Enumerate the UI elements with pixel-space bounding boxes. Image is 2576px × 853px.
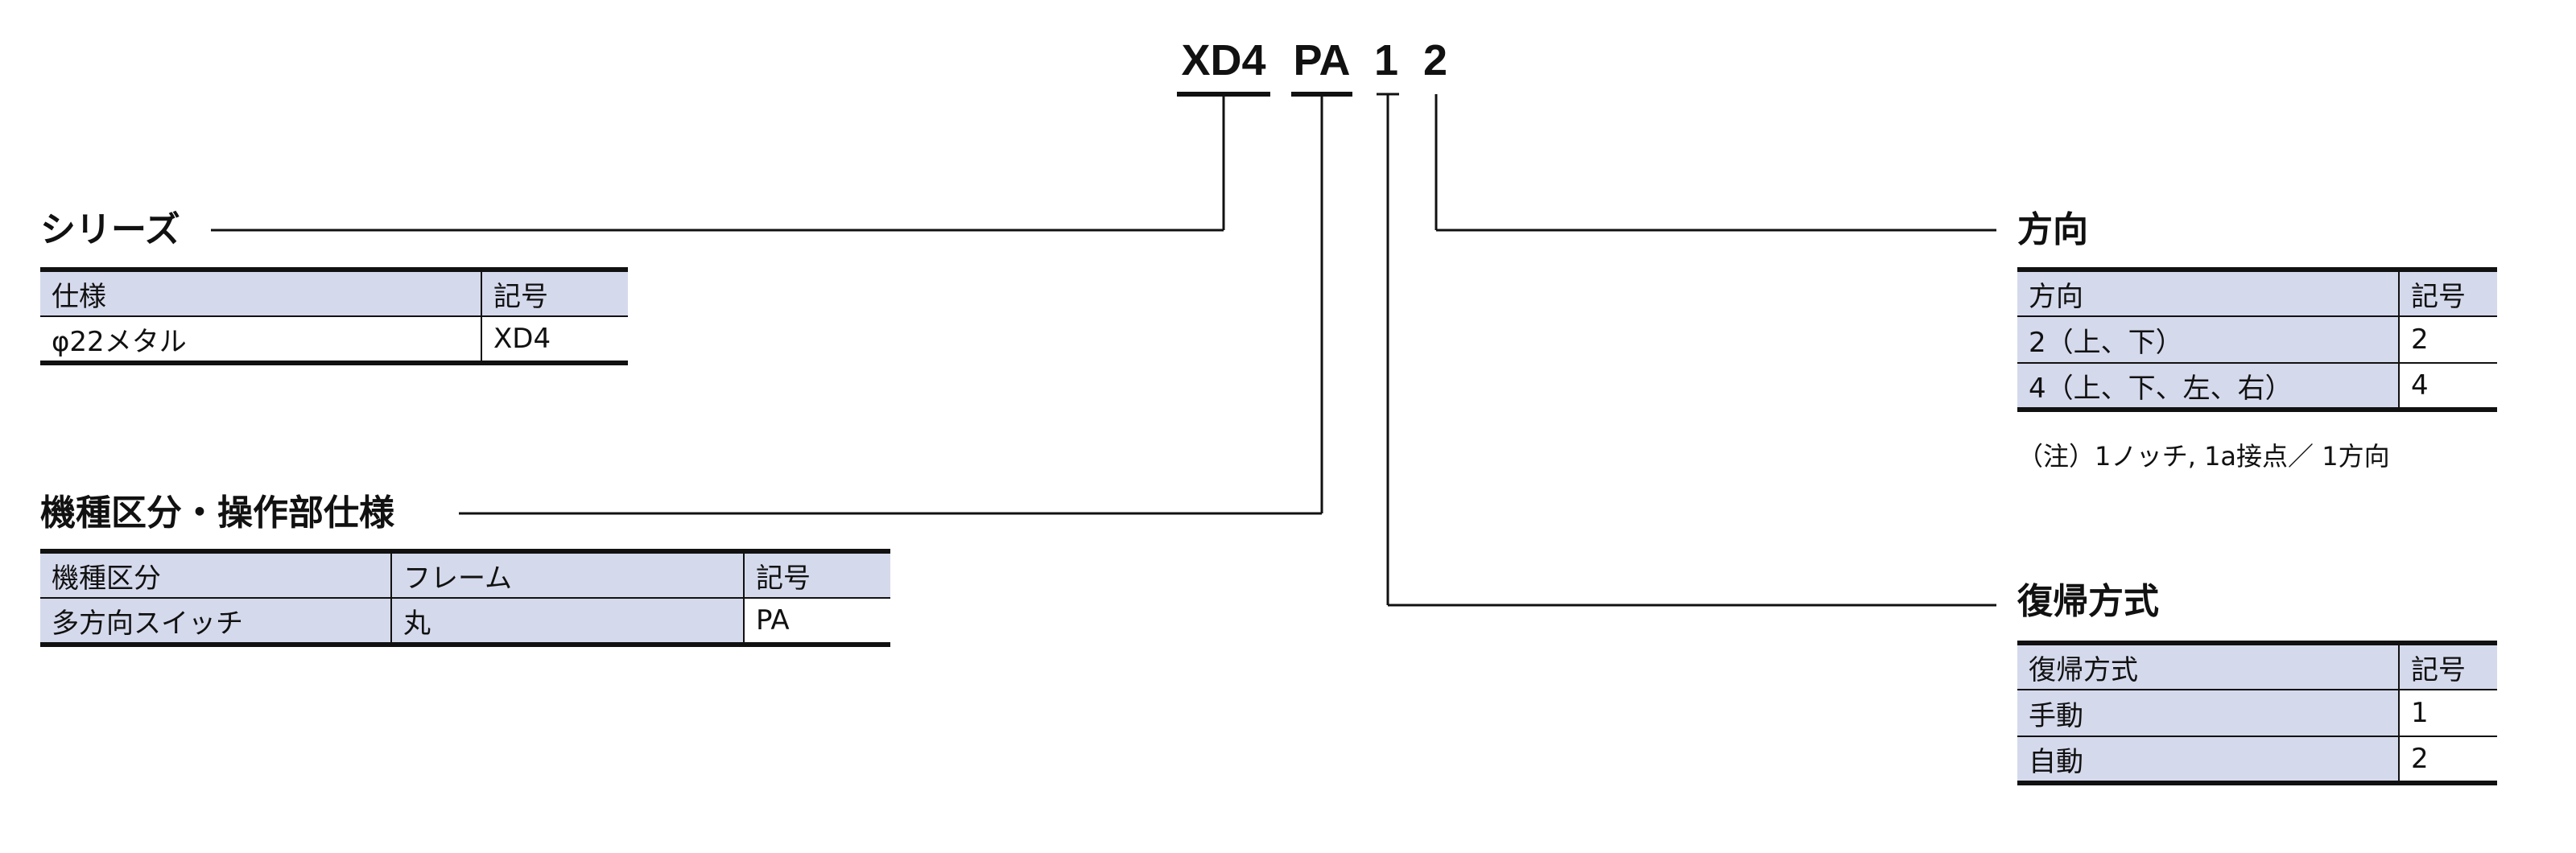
operator-table: 機種区分 フレーム 記号 多方向スイッチ 丸 PA	[40, 549, 890, 647]
header-symbol: 記号	[2398, 270, 2497, 317]
code-operator: PA	[1293, 36, 1351, 84]
return-table: 復帰方式 記号 手動 1 自動 2	[2017, 641, 2497, 785]
series-table: 仕様 記号 φ22メタル XD4	[40, 267, 628, 365]
table-header-row: 復帰方式 記号	[2017, 643, 2497, 690]
cell-frame: 丸	[390, 598, 744, 645]
cell-category: 多方向スイッチ	[40, 598, 391, 645]
header-symbol: 記号	[481, 270, 628, 317]
cell-symbol: 2	[2398, 736, 2497, 783]
direction-table: 方向 記号 2（上、下） 2 4（上、下、左、右） 4	[2017, 267, 2497, 412]
table-row: 手動 1	[2017, 690, 2497, 737]
code-direction: 2	[1422, 36, 1448, 84]
cell-direction: 2（上、下）	[2017, 316, 2399, 364]
cell-return: 自動	[2017, 736, 2399, 783]
cell-symbol: 2	[2398, 316, 2497, 364]
table-row: φ22メタル XD4	[40, 316, 628, 363]
code-series: XD4	[1181, 36, 1266, 84]
header-frame: フレーム	[390, 551, 744, 599]
header-symbol: 記号	[2398, 643, 2497, 690]
return-heading: 復帰方式	[2017, 581, 2159, 622]
header-return: 復帰方式	[2017, 643, 2399, 690]
cell-symbol: XD4	[481, 316, 628, 363]
cell-return: 手動	[2017, 690, 2399, 737]
header-symbol: 記号	[743, 551, 890, 599]
cell-symbol: PA	[743, 598, 890, 645]
series-heading: シリーズ	[40, 209, 180, 250]
cell-symbol: 1	[2398, 690, 2497, 737]
header-category: 機種区分	[40, 551, 391, 599]
header-direction: 方向	[2017, 270, 2399, 317]
direction-heading: 方向	[2017, 209, 2088, 250]
cell-symbol: 4	[2398, 363, 2497, 410]
table-header-row: 方向 記号	[2017, 270, 2497, 317]
operator-heading: 機種区分・操作部仕様	[40, 492, 394, 534]
cell-spec: φ22メタル	[40, 316, 481, 363]
direction-note: （注）1ノッチ, 1a接点／ 1方向	[2017, 441, 2390, 472]
header-spec: 仕様	[40, 270, 481, 317]
table-row: 自動 2	[2017, 736, 2497, 783]
code-return: 1	[1373, 36, 1399, 84]
table-row: 4（上、下、左、右） 4	[2017, 363, 2497, 410]
table-header-row: 仕様 記号	[40, 270, 628, 317]
table-header-row: 機種区分 フレーム 記号	[40, 551, 890, 599]
table-row: 2（上、下） 2	[2017, 316, 2497, 364]
table-row: 多方向スイッチ 丸 PA	[40, 598, 890, 645]
cell-direction: 4（上、下、左、右）	[2017, 363, 2399, 410]
